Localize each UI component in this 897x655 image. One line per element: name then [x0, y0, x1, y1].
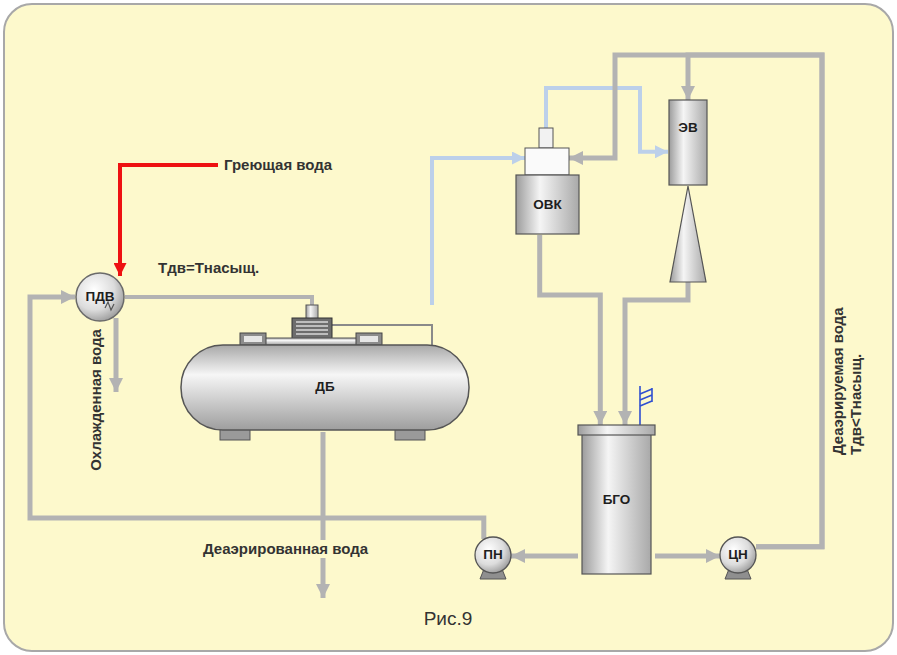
node-label: БГО [578, 491, 655, 509]
node-label: ПДВ [75, 288, 125, 306]
steam-pipe [546, 88, 668, 152]
pump: ЦН [715, 533, 761, 579]
head-plate [250, 338, 370, 345]
figure-caption: Рис.9 [424, 608, 473, 630]
heater-body [76, 273, 124, 321]
ejector-cone [670, 186, 706, 282]
tank-lid [578, 425, 655, 435]
temperature-label: Тдв=Тнасыщ. [158, 259, 259, 277]
deaerator-tank-shape [180, 305, 470, 440]
water-pipe [625, 282, 688, 425]
frame-panel [4, 4, 893, 651]
water-pipe [688, 55, 822, 547]
node-label: ОВК [515, 196, 580, 214]
pump: ПН [470, 533, 516, 579]
deaerator-head [292, 318, 332, 340]
flow-label: Греющая вода [224, 156, 332, 174]
cooler-vessel-shape [515, 128, 580, 235]
deaerator-tank: ДБ [180, 305, 470, 440]
node-label: ДБ [180, 378, 470, 396]
vent-coil-turns [640, 388, 652, 406]
flow-label: Деаэрированная вода [200, 540, 371, 558]
flange-face [244, 336, 262, 342]
cooler-vessel: ОВК [515, 128, 580, 235]
head-nozzle [306, 305, 318, 319]
water-pipe [655, 554, 720, 559]
water-pipe [511, 554, 578, 559]
gas-tank: БГО [578, 425, 655, 575]
flange [356, 333, 382, 345]
ejector-body [669, 100, 707, 185]
flow-label: Охлажденная вода [87, 329, 105, 471]
water-pipe [125, 297, 312, 305]
node-label: ЭВ [668, 119, 708, 137]
cooled-water-arrow [114, 318, 119, 392]
vessel-neck [525, 148, 569, 175]
vent-coil [640, 386, 652, 426]
vessel-body [516, 175, 579, 234]
flange-face [360, 336, 378, 342]
ejector: ЭВ [668, 100, 708, 285]
node-label: ЦН [715, 546, 761, 564]
flow-label: Деаэрируемая вода Тдв<Тнасыщ. [829, 255, 865, 455]
water-pipe [540, 235, 601, 425]
steam-pipe [432, 158, 525, 305]
head-hatching [296, 322, 328, 334]
water-pipe [30, 297, 484, 539]
heater-circle: ПДВ [75, 272, 125, 322]
flange [240, 333, 266, 345]
tank-body [181, 345, 469, 430]
deaerated-water-arrow [321, 432, 326, 598]
node-label: ПН [470, 546, 516, 564]
vessel-nozzle [539, 128, 553, 148]
